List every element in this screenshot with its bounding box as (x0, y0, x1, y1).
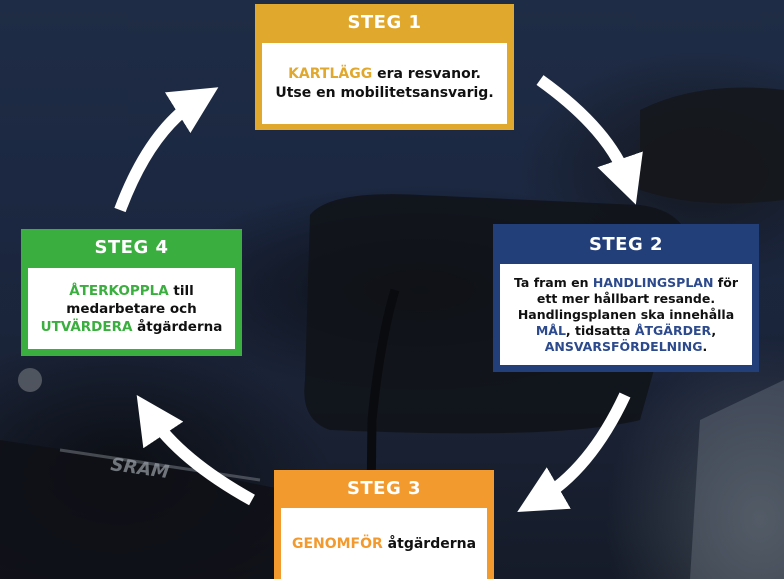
step-text-segment: Ta fram en (514, 274, 593, 290)
step-text-segment: åtgärderna (132, 318, 223, 335)
highlight-keyword: GENOMFÖR (291, 535, 383, 552)
step-text-lines: GENOMFÖR åtgärderna (292, 536, 476, 552)
step-text-segment: medarbetare och (66, 300, 197, 317)
step-2-title: STEG 2 (588, 234, 664, 255)
step-text-segment: till (168, 282, 194, 299)
step-3-box: STEG 3 GENOMFÖR åtgärderna (274, 470, 494, 579)
step-text-line: ett mer hållbart resande. (514, 291, 738, 307)
step-text-line: medarbetare och (41, 300, 223, 318)
arrow-steg4-to-steg1 (114, 87, 219, 213)
step-text-line: ANSVARSFÖRDELNING. (514, 339, 738, 355)
step-1-box: STEG 1 KARTLÄGG era resvanor.Utse en mob… (255, 4, 514, 130)
step-3-text: GENOMFÖR åtgärderna (281, 508, 487, 579)
arrow-steg3-to-steg4 (136, 395, 255, 506)
step-text-line: Ta fram en HANDLINGSPLAN för (514, 275, 738, 291)
step-text-segment: för (713, 274, 738, 290)
step-text-line: Handlingsplanen ska innehålla (514, 307, 738, 323)
step-text-line: Utse en mobilitetsansvarig. (275, 84, 493, 103)
step-text-segment: era resvanor. (372, 65, 481, 82)
arrow-steg2-to-steg3 (517, 392, 631, 513)
step-text-line: KARTLÄGG era resvanor. (275, 65, 493, 84)
arrow-steg1-to-steg2 (536, 75, 643, 205)
step-text-segment: , (711, 322, 717, 338)
highlight-keyword: ÅTGÄRDER (634, 322, 712, 338)
step-text-line: ÅTERKOPPLA till (41, 282, 223, 300)
highlight-keyword: MÅL (535, 322, 566, 338)
highlight-keyword: ÅTERKOPPLA (69, 282, 169, 299)
highlight-keyword: ANSVARSFÖRDELNING (544, 338, 703, 354)
step-text-segment: , tidsatta (565, 322, 635, 338)
highlight-keyword: KARTLÄGG (288, 65, 373, 82)
step-text-line: UTVÄRDERA åtgärderna (41, 318, 223, 336)
step-text-line: MÅL, tidsatta ÅTGÄRDER, (514, 323, 738, 339)
step-1-text: KARTLÄGG era resvanor.Utse en mobilitets… (262, 43, 507, 124)
step-text-lines: KARTLÄGG era resvanor.Utse en mobilitets… (275, 65, 493, 103)
step-text-segment: Utse en mobilitetsansvarig. (275, 84, 494, 101)
highlight-keyword: HANDLINGSPLAN (592, 274, 714, 290)
step-text-segment: åtgärderna (382, 535, 477, 552)
step-1-title: STEG 1 (347, 12, 422, 33)
step-text-segment: ett mer hållbart resande. (536, 290, 716, 306)
step-text-segment: . (702, 338, 708, 354)
step-4-title: STEG 4 (94, 237, 169, 258)
highlight-keyword: UTVÄRDERA (40, 318, 133, 335)
step-3-title: STEG 3 (346, 478, 422, 499)
step-text-line: GENOMFÖR åtgärderna (292, 536, 476, 552)
step-text-segment: Handlingsplanen ska innehålla (517, 306, 735, 322)
